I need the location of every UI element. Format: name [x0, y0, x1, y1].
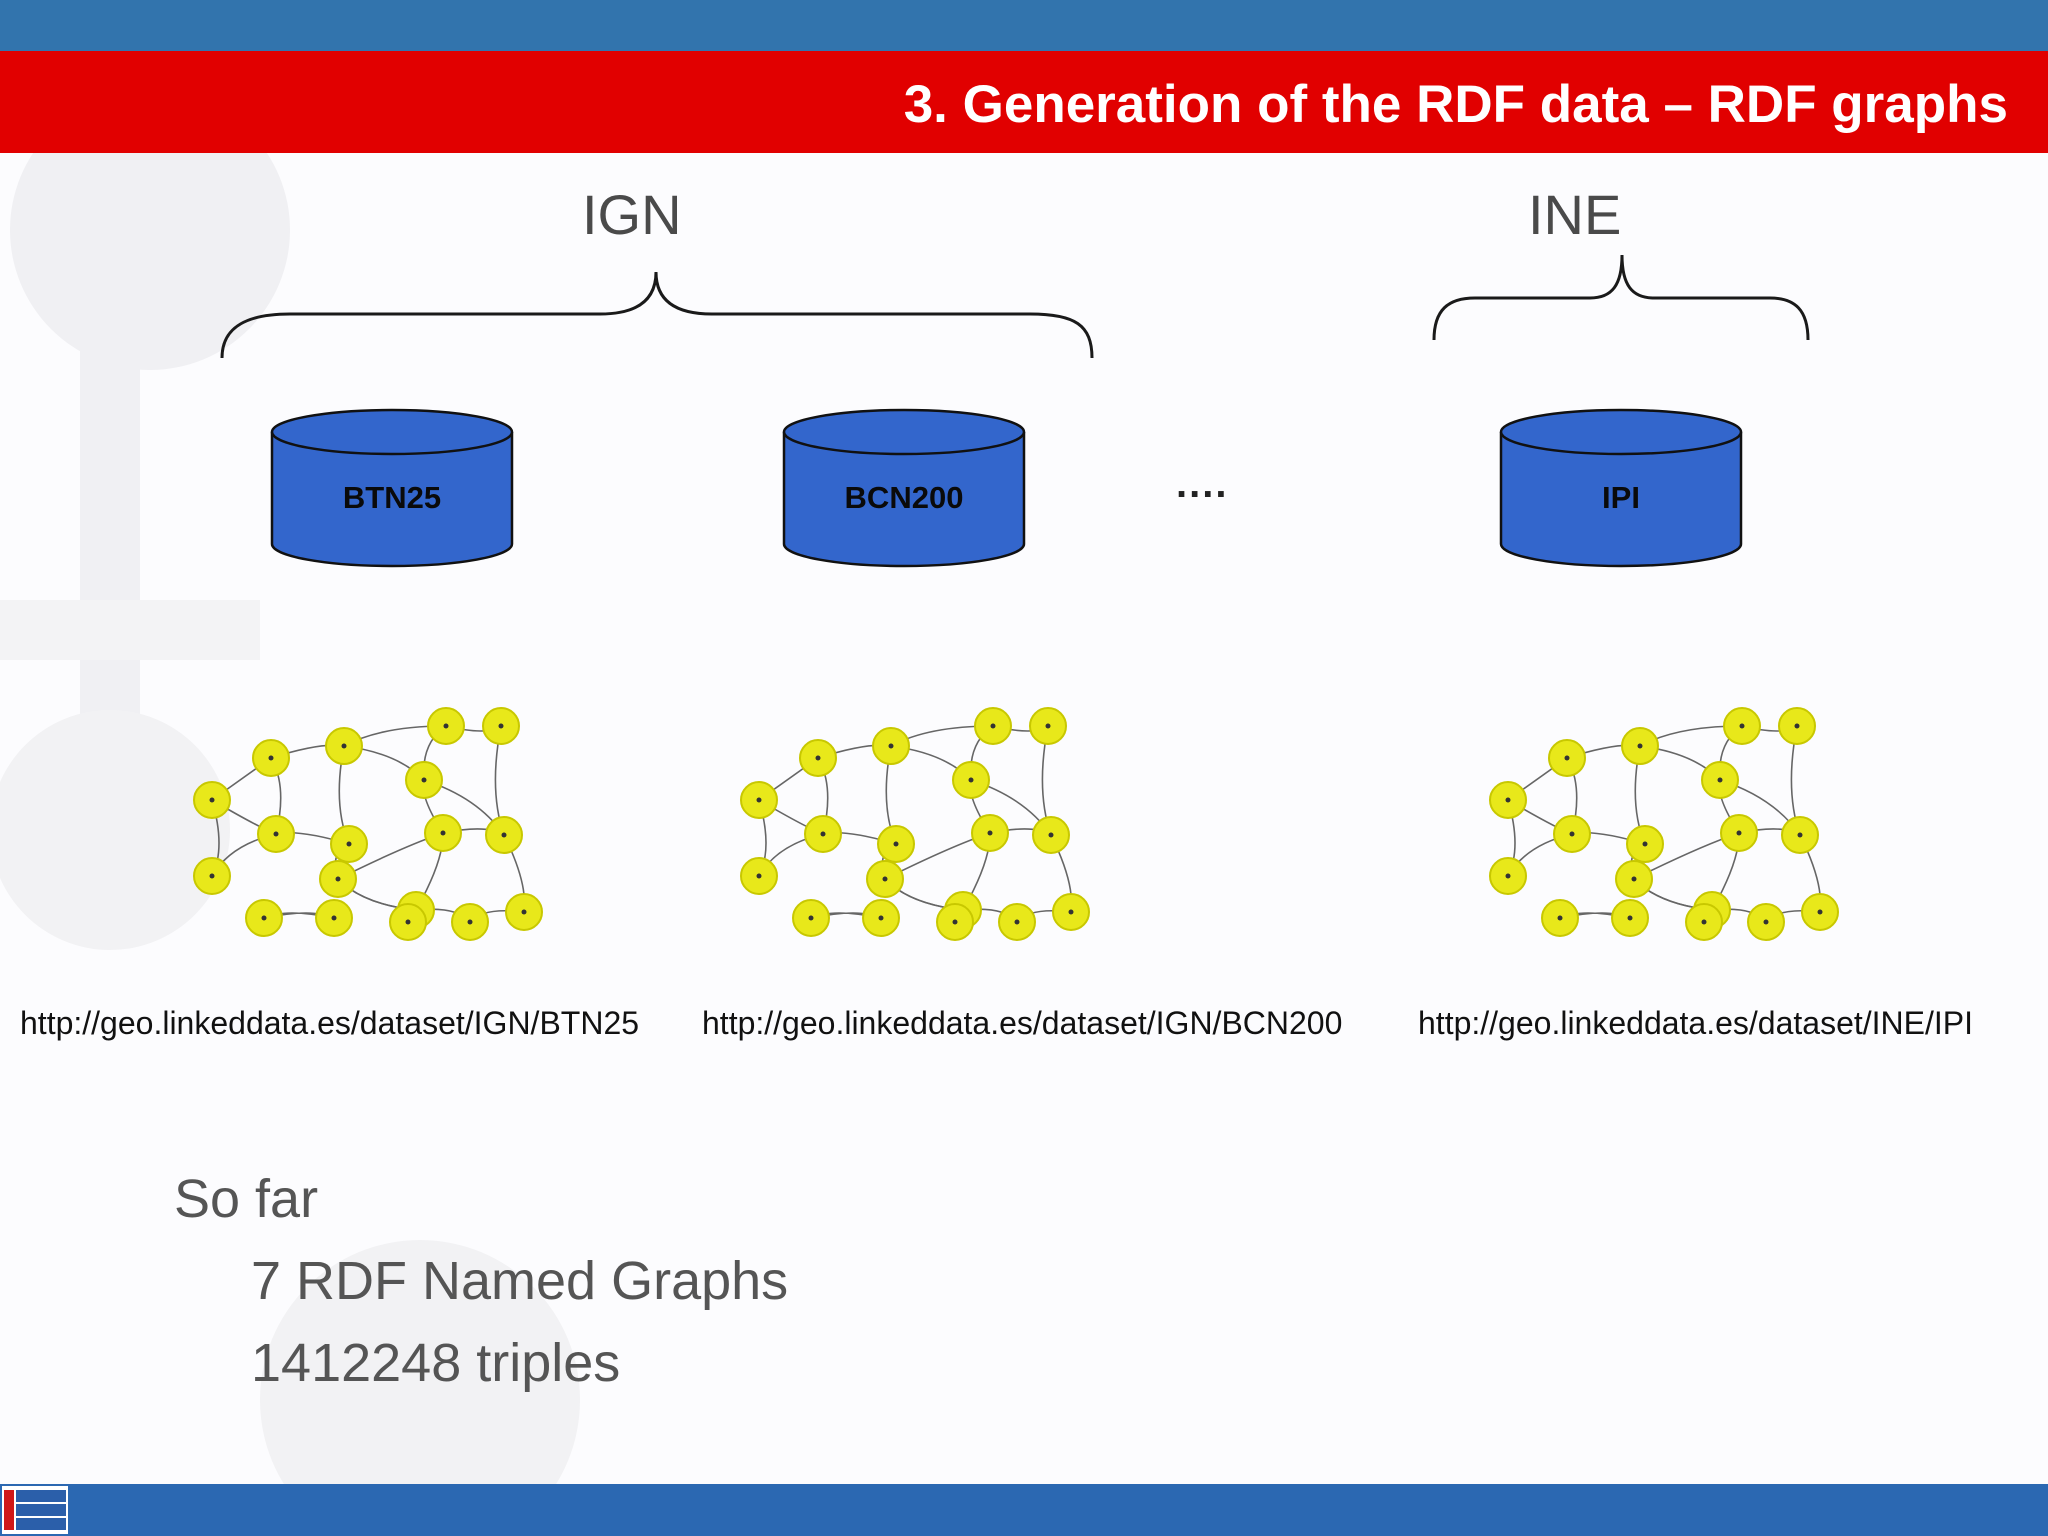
- graph-node-dot: [443, 723, 449, 729]
- graph-node-dot: [1557, 915, 1563, 921]
- graph-node-dot: [1569, 831, 1575, 837]
- brace-ign: [220, 271, 1094, 359]
- graph-node-dot: [882, 876, 888, 882]
- group-label-ign: IGN: [582, 183, 682, 246]
- graph-node-dot: [1505, 873, 1511, 879]
- graph-node-dot: [808, 915, 814, 921]
- graph-node-dot: [405, 919, 411, 925]
- top-band: [0, 0, 2048, 51]
- bottom-bar: [0, 1484, 2048, 1536]
- database-btn25: BTN25: [270, 408, 514, 568]
- graph-node-dot: [1817, 909, 1823, 915]
- graph-node-dot: [1797, 832, 1803, 838]
- graph-node-dot: [498, 723, 504, 729]
- database-label: BCN200: [844, 480, 964, 515]
- graph-node-dot: [521, 909, 527, 915]
- dataset-url-bcn200: http://geo.linkeddata.es/dataset/IGN/BCN…: [702, 1005, 1343, 1041]
- graph-node-dot: [1717, 777, 1723, 783]
- graph-node-dot: [1505, 797, 1511, 803]
- graph-node-dot: [815, 755, 821, 761]
- graph-node-dot: [346, 841, 352, 847]
- graph-node-dot: [421, 777, 427, 783]
- graph-node-dot: [1794, 723, 1800, 729]
- graph-node-dot: [878, 915, 884, 921]
- graph-node-dot: [331, 915, 337, 921]
- oeg-logo-icon: [2, 1486, 68, 1534]
- graph-node-dot: [756, 797, 762, 803]
- database-label: IPI: [1602, 480, 1640, 515]
- group-label-ine: INE: [1528, 183, 1622, 246]
- graph-node-dot: [261, 915, 267, 921]
- graph-node-dot: [1637, 743, 1643, 749]
- graph-node-dot: [1068, 909, 1074, 915]
- summary-heading: So far: [174, 1169, 319, 1229]
- database-bcn200: BCN200: [782, 408, 1026, 568]
- graph-node-dot: [1631, 876, 1637, 882]
- graph-node-dot: [209, 873, 215, 879]
- graph-node-dot: [440, 830, 446, 836]
- title-bar: [0, 51, 2048, 153]
- slide-title: 3. Generation of the RDF data – RDF grap…: [903, 75, 2008, 134]
- graph-node-dot: [888, 743, 894, 749]
- rdf-graph-illustration: [193, 707, 543, 941]
- graph-node-dot: [1048, 832, 1054, 838]
- graph-node-dot: [1014, 919, 1020, 925]
- graph-node-dot: [756, 873, 762, 879]
- graph-node-dot: [987, 830, 993, 836]
- graph-node-dot: [273, 831, 279, 837]
- graph-node-dot: [467, 919, 473, 925]
- graph-node-dot: [1763, 919, 1769, 925]
- graph-node-dot: [1045, 723, 1051, 729]
- summary-named-graphs: 7 RDF Named Graphs: [251, 1251, 789, 1311]
- graph-node-dot: [1564, 755, 1570, 761]
- graph-node-dot: [1627, 915, 1633, 921]
- graph-node-dot: [952, 919, 958, 925]
- brace-ine: [1432, 254, 1810, 341]
- rdf-graph-illustration: [1489, 707, 1839, 941]
- database-label: BTN25: [342, 480, 442, 515]
- graph-node-dot: [209, 797, 215, 803]
- graph-node-dot: [1701, 919, 1707, 925]
- graph-node-dot: [1739, 723, 1745, 729]
- summary-triples: 1412248 triples: [251, 1333, 621, 1393]
- graph-node-dot: [968, 777, 974, 783]
- database-ipi: IPI: [1499, 408, 1743, 568]
- graph-node-dot: [820, 831, 826, 837]
- graph-node-dot: [1736, 830, 1742, 836]
- ellipsis: ....: [1176, 462, 1229, 506]
- graph-node-dot: [501, 832, 507, 838]
- graph-node-dot: [990, 723, 996, 729]
- graph-node-dot: [335, 876, 341, 882]
- dataset-url-ipi: http://geo.linkeddata.es/dataset/INE/IPI: [1418, 1005, 1974, 1041]
- graph-node-dot: [268, 755, 274, 761]
- graph-node-dot: [893, 841, 899, 847]
- rdf-graph-illustration: [740, 707, 1090, 941]
- graph-node-dot: [1642, 841, 1648, 847]
- dataset-url-btn25: http://geo.linkeddata.es/dataset/IGN/BTN…: [20, 1005, 640, 1041]
- graph-node-dot: [341, 743, 347, 749]
